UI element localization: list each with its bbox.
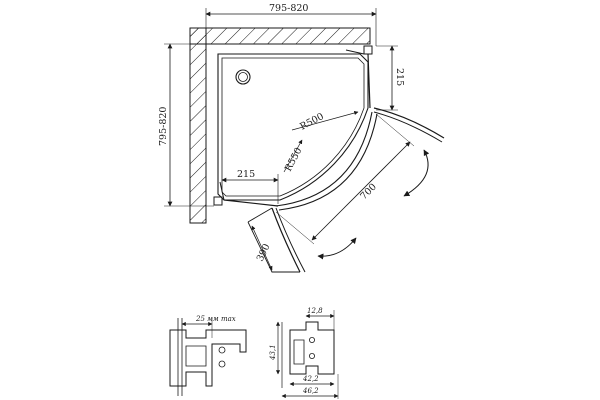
door-open-right [373,107,445,143]
dim-700-label: 700 [358,182,379,203]
dim-height-left-label: 795-820 [158,107,169,146]
drain-icon [235,69,251,85]
dim-width-top: 795-820 [205,3,377,46]
hinge-top-right [345,45,373,109]
dim-390: 390 [251,225,273,271]
profile-left-dim-top: 25 мм max [195,315,236,323]
dim-215-right-label: 215 [394,68,405,86]
profile-detail-left: 25 мм max [169,315,247,396]
dim-700: 700 [275,113,415,245]
profile-right-dim-bottom-1: 42,2 [302,375,319,383]
dim-215-bottom-label: 215 [237,169,255,180]
wall-top [189,27,371,45]
dim-radius-r500-label: R500 [298,111,326,133]
dim-radius-r500: R500 [291,110,359,133]
profile-right-dim-top: 12,8 [307,307,323,315]
swing-arrow-bottom [317,237,357,260]
dim-width-top-label: 795-820 [269,3,308,14]
profile-right-dim-left: 43,1 [269,344,277,361]
profile-right-dim-bottom-2: 46,2 [302,387,319,395]
dim-215-bottom: 215 [221,169,279,204]
door-open-bottom [247,207,306,273]
dim-radius-r550-label: R550 [283,146,305,174]
dim-radius-r550: R550 [283,139,305,174]
dim-390-label: 390 [255,242,273,263]
profile-detail-right: 12,8 43,1 42,2 46,2 [269,307,339,399]
swing-arrow-right [403,149,430,197]
hinge-bottom-left [213,181,279,207]
dim-height-left: 795-820 [158,43,214,207]
dim-215-right: 215 [376,45,405,111]
wall-left [189,27,207,224]
